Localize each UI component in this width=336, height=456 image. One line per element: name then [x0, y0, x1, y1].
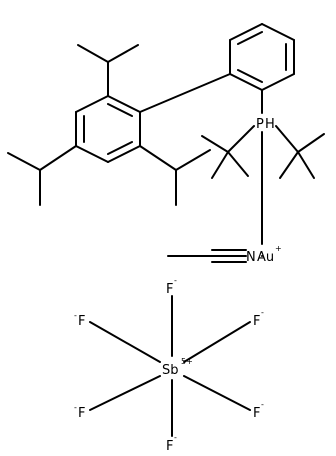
- fluorine-atom: F: [166, 439, 173, 454]
- bond: [229, 23, 263, 41]
- bond: [39, 145, 77, 171]
- tert-butyl-right: [275, 125, 325, 179]
- double-bond-inner: [107, 103, 133, 117]
- phosphorus-label: P H: [256, 117, 275, 132]
- fluorine-atom: F: [253, 314, 260, 329]
- bond: [89, 375, 161, 411]
- isopropyl-left: [7, 145, 77, 206]
- bond: [107, 95, 141, 113]
- fluorine-bottom: F -: [166, 433, 177, 454]
- tert-butyl-left: [201, 125, 255, 179]
- gold-atom: Au: [257, 250, 274, 265]
- antimony-charge: 5+: [181, 357, 193, 366]
- biaryl-bond: [139, 73, 231, 113]
- gold-charge: +: [275, 244, 282, 253]
- bond: [107, 145, 141, 163]
- bond: [261, 73, 295, 91]
- isopropyl-bottom: [139, 145, 211, 206]
- gold-label: Au +: [257, 244, 282, 265]
- fluorine-upper-right: F -: [253, 308, 264, 329]
- bond: [75, 95, 109, 113]
- bond: [7, 152, 41, 171]
- aryl-ring: [75, 95, 141, 163]
- bond: [201, 135, 229, 153]
- bond: [211, 151, 229, 179]
- bond: [107, 44, 139, 63]
- antimony-label: Sb 5+: [162, 357, 193, 378]
- fluoride-charge: -: [74, 403, 77, 412]
- fluoride-charge: -: [174, 276, 177, 285]
- bond: [183, 321, 251, 363]
- bond: [279, 151, 299, 179]
- acetonitrile: [167, 249, 247, 263]
- bond: [297, 151, 315, 179]
- double-bond-inner: [237, 69, 263, 83]
- double-bond-inner: [107, 141, 133, 155]
- phosphorus-atom: P: [256, 117, 264, 132]
- nitrogen-atom: N: [246, 250, 256, 265]
- bond: [139, 145, 177, 171]
- bond: [261, 23, 295, 41]
- fluorine-atom: F: [166, 282, 173, 297]
- bond: [297, 133, 325, 153]
- bond: [89, 321, 161, 363]
- fluorine-atom: F: [253, 406, 260, 421]
- double-bond-inner: [237, 31, 263, 45]
- bond: [229, 73, 263, 91]
- fluoride-charge: -: [174, 433, 177, 442]
- fluorine-atom: F: [78, 406, 85, 421]
- fluoride-charge: -: [261, 308, 264, 317]
- fluorine-atom: F: [78, 314, 85, 329]
- fluorine-upper-left: - F: [74, 311, 85, 329]
- fluorine-lower-right: F -: [253, 400, 264, 421]
- phenyl-ring: [229, 23, 295, 91]
- hydrogen-atom: H: [265, 117, 275, 132]
- fluoride-charge: -: [74, 311, 77, 320]
- bond: [183, 375, 251, 411]
- bond: [77, 44, 109, 63]
- fluoride-charge: -: [261, 400, 264, 409]
- bond: [275, 125, 299, 153]
- bond: [227, 125, 255, 153]
- bond: [175, 149, 211, 171]
- fluorine-lower-left: - F: [74, 403, 85, 421]
- hexafluoroantimonate-bonds: [89, 295, 251, 437]
- antimony-atom: Sb: [162, 363, 179, 378]
- fluorine-top: F -: [166, 276, 177, 297]
- isopropyl-top: [77, 44, 139, 97]
- bond: [227, 151, 249, 177]
- bond: [75, 145, 109, 163]
